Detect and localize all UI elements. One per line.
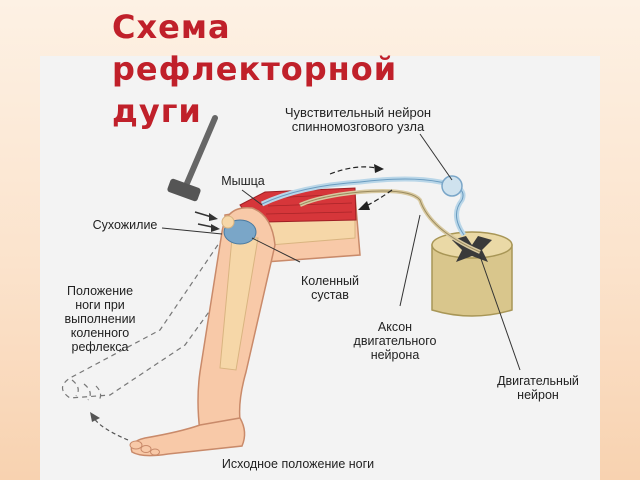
strike-arrowhead-1 xyxy=(209,213,218,221)
foot xyxy=(130,417,246,457)
label-motor-neuron: Двигательный нейрон xyxy=(497,374,579,402)
spinal-cord xyxy=(431,231,513,317)
spinal-ganglion xyxy=(441,175,463,197)
page-title: Схема рефлекторной дуги xyxy=(112,8,398,130)
label-initial-position: Исходное положение ноги xyxy=(221,457,375,471)
label-leg-position: Положение ноги при выполнении коленного … xyxy=(64,284,136,354)
motor-nerve xyxy=(299,189,481,254)
label-tendon: Сухожилие xyxy=(92,218,158,232)
toes xyxy=(129,440,160,456)
label-knee-joint: Коленный сустав xyxy=(301,274,359,302)
label-sensory-neuron: Чувствительный нейрон спинномозгового уз… xyxy=(284,105,432,134)
leader-lines xyxy=(161,133,521,371)
label-motor-axon: Аксон двигательного нейрона xyxy=(353,320,437,362)
strike-arrowhead-2 xyxy=(211,224,220,232)
leg-swing-arrow xyxy=(93,417,129,441)
reflex-leg-outline xyxy=(61,229,246,403)
sensory-nerve xyxy=(260,176,467,237)
patella xyxy=(221,215,235,229)
leg-swing-arrowhead xyxy=(90,412,100,422)
sensory-signal-arrowhead xyxy=(374,164,384,173)
sensory-signal-arrow xyxy=(329,166,377,175)
motor-signal-arrowhead xyxy=(358,201,370,210)
reflex-hammer-icon xyxy=(167,115,218,202)
label-muscle: Мышца xyxy=(221,174,265,188)
